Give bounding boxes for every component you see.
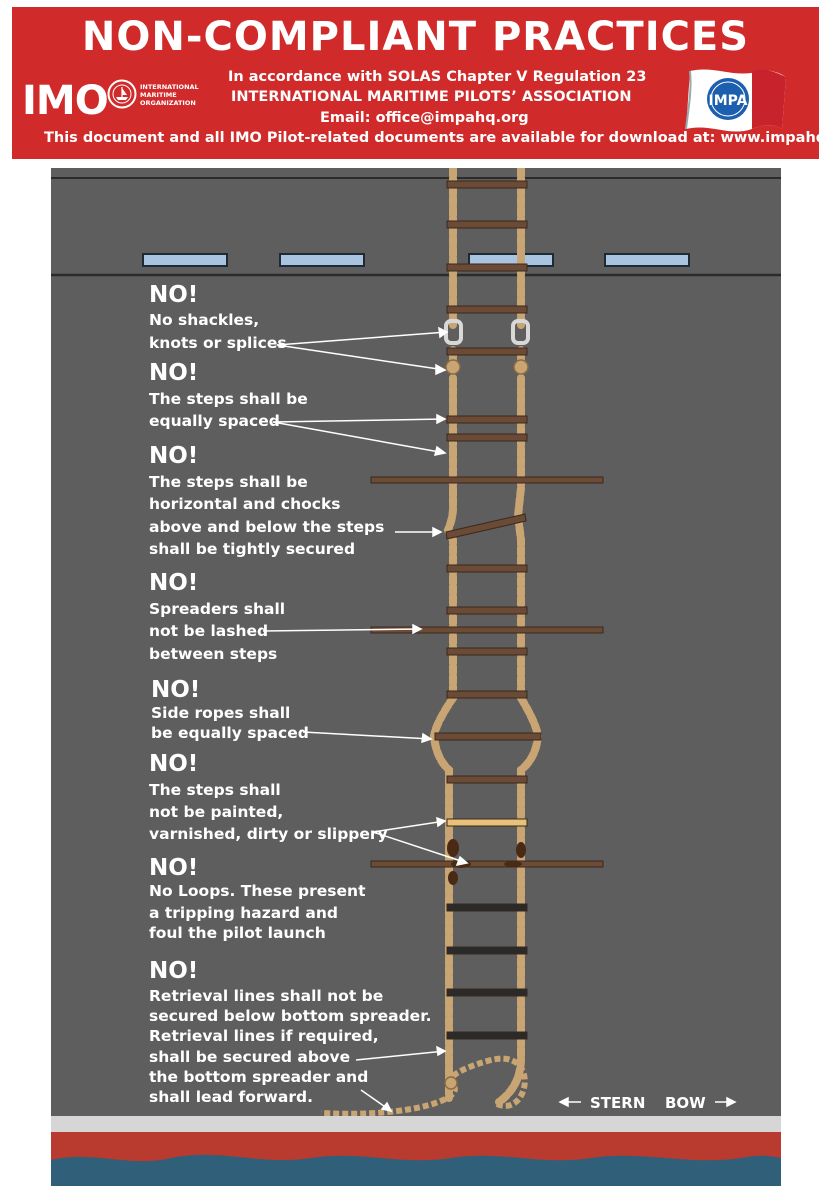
label-8-line-5: the bottom spreader and (149, 1068, 369, 1086)
black-step (446, 988, 528, 997)
label-7-no: NO! (149, 855, 199, 881)
dirt-marks (447, 839, 526, 885)
label-3-no: NO! (149, 443, 199, 469)
lashed-spreader-bar (370, 626, 604, 634)
regulation-line: In accordance with SOLAS Chapter V Regul… (228, 69, 647, 85)
label-6-line-3: varnished, dirty or slippery (149, 825, 388, 843)
ship-hull-illustration (51, 168, 781, 1186)
header-banner: NON-COMPLIANT PRACTICES In accordance wi… (12, 7, 831, 159)
ladder-step (446, 305, 528, 314)
knot-icon (445, 359, 461, 375)
impa-logo-text: IMPA (709, 93, 748, 109)
black-step (446, 903, 528, 912)
sea-water (51, 1154, 781, 1186)
ladder-step (446, 647, 528, 656)
black-step (446, 946, 528, 955)
label-3-line-1: The steps shall be (149, 473, 308, 491)
label-1-line-1: No shackles, (149, 311, 260, 329)
ladder-step (446, 180, 528, 189)
association-line: INTERNATIONAL MARITIME PILOTS’ ASSOCIATI… (231, 89, 632, 105)
porthole-window (142, 253, 228, 267)
ladder-step (446, 220, 528, 229)
retrieval-line (320, 1055, 528, 1117)
label-3-line-2: horizontal and chocks (149, 495, 341, 513)
label-3-line-3: above and below the steps (149, 518, 385, 536)
label-8-no: NO! (149, 958, 199, 984)
label-3-line-4: shall be tightly secured (149, 540, 356, 558)
porthole-window (279, 253, 365, 267)
label-1-no: NO! (149, 282, 199, 308)
ladder-step (446, 433, 528, 442)
spreader-bar (370, 476, 604, 484)
knot-icon (444, 1076, 458, 1090)
shackle-icon (511, 319, 530, 345)
stern-label: STERN (590, 1094, 646, 1112)
bow-label: BOW (665, 1094, 706, 1112)
label-6-no: NO! (149, 751, 199, 777)
wide-step (434, 732, 542, 741)
label-4-line-1: Spreaders shall (149, 600, 286, 618)
label-4-no: NO! (149, 570, 199, 596)
impa-flag-logo: IMPA (685, 69, 786, 132)
label-8-line-2: secured below bottom spreader. (149, 1007, 432, 1025)
hull-boot-top (51, 1116, 781, 1132)
ladder-step (446, 775, 528, 784)
imo-organization-name: INTERNATIONAL MARITIME ORGANIZATION (140, 83, 199, 107)
label-8-line-3: Retrieval lines if required, (149, 1027, 379, 1045)
page-title: NON-COMPLIANT PRACTICES (81, 14, 750, 60)
label-7-line-2: a tripping hazard and (149, 904, 338, 922)
label-5-no: NO! (151, 677, 201, 703)
black-step (446, 1031, 528, 1040)
label-6-line-1: The steps shall (149, 781, 281, 799)
label-6-line-2: not be painted, (149, 803, 284, 821)
label-2-line-1: The steps shall be (149, 390, 308, 408)
label-8-line-1: Retrieval lines shall not be (149, 987, 384, 1005)
label-4-line-2: not be lashed (149, 622, 269, 640)
label-5-line-2: be equally spaced (151, 724, 309, 742)
ladder-step (446, 606, 528, 615)
annotation-arrows (262, 326, 737, 1113)
label-2-no: NO! (149, 360, 199, 386)
imo-emblem-icon (107, 79, 137, 109)
imo-logo: IMO (22, 78, 109, 124)
label-8-line-6: shall lead forward. (149, 1088, 313, 1106)
tilted-step (445, 513, 527, 540)
painted-step (446, 818, 528, 827)
label-7-line-3: foul the pilot launch (149, 924, 326, 942)
knot-icon (513, 359, 529, 375)
label-8-line-4: shall be secured above (149, 1048, 351, 1066)
label-2-line-2: equally spaced (149, 412, 280, 430)
ladder-step (446, 347, 528, 356)
porthole-window (604, 253, 690, 267)
ladder-step (446, 690, 528, 699)
rope-knots (445, 359, 529, 375)
portholes (142, 253, 690, 267)
label-7-line-1: No Loops. These present (149, 882, 366, 900)
hull-red-bottom (51, 1132, 781, 1162)
email-line: Email: office@impahq.org (320, 110, 529, 126)
label-4-line-3: between steps (149, 645, 278, 663)
dirty-spreader-bar (370, 860, 604, 868)
label-5-line-1: Side ropes shall (151, 704, 291, 722)
label-1-line-2: knots or splices (149, 334, 287, 352)
ladder-step (446, 415, 528, 424)
ladder-step (446, 263, 528, 272)
ladder-steps (370, 180, 604, 1040)
download-line: This document and all IMO Pilot-related … (44, 130, 831, 146)
ladder-step (446, 564, 528, 573)
